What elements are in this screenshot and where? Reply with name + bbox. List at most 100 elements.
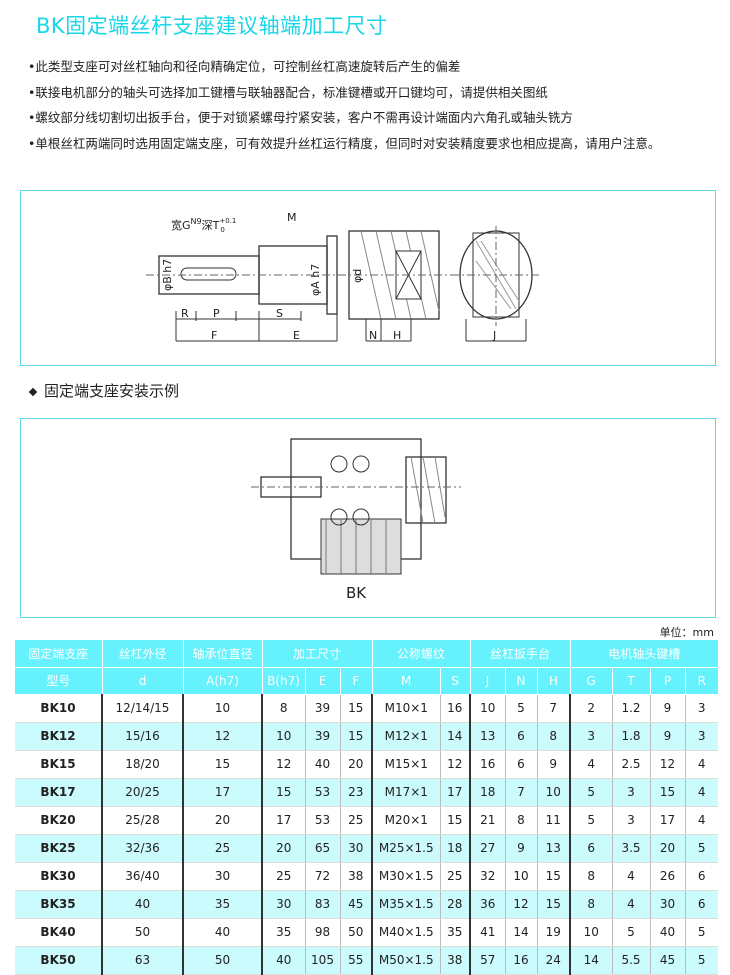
table-cell: 2.5 <box>611 750 650 779</box>
table-cell: 13 <box>536 834 570 863</box>
table-cell: 14 <box>504 918 537 947</box>
table-cell: 3 <box>611 778 650 807</box>
table-cell: 3 <box>684 694 718 723</box>
example-label: BK <box>346 584 367 602</box>
column-header: E <box>304 667 340 695</box>
column-header: 电机轴头键槽 <box>569 640 718 668</box>
label-e: E <box>293 329 300 342</box>
table-cell: 23 <box>339 778 372 807</box>
table-cell: BK15 <box>15 750 102 779</box>
column-header: G <box>569 667 612 695</box>
table-cell: BK50 <box>15 946 102 975</box>
table-cell: 3 <box>611 806 650 835</box>
table-cell: 7 <box>536 694 570 723</box>
table-cell: 20/25 <box>101 778 183 807</box>
label-h: H <box>393 329 401 342</box>
table-cell: 6 <box>504 722 537 751</box>
column-header: M <box>371 667 440 695</box>
table-cell: 5 <box>684 918 718 947</box>
dimension-table: 固定端支座 丝杠外径 轴承位直径 加工尺寸 公称螺纹 丝杠扳手台 电机轴头键槽 … <box>15 640 718 975</box>
table-cell: 25 <box>439 862 470 891</box>
page-title: BK固定端丝杆支座建议轴端加工尺寸 <box>36 14 388 38</box>
table-cell: 83 <box>304 890 340 919</box>
column-header: F <box>339 667 372 695</box>
table-cell: 20 <box>339 750 372 779</box>
table-cell: 39 <box>304 722 340 751</box>
table-cell: 50 <box>101 918 183 947</box>
table-cell: 55 <box>339 946 372 975</box>
table-cell: 5 <box>569 806 612 835</box>
table-cell: 65 <box>304 834 340 863</box>
label-s: S <box>276 307 283 320</box>
table-cell: 10 <box>536 778 570 807</box>
table-cell: 38 <box>339 862 372 891</box>
table-cell: 18 <box>469 778 505 807</box>
table-cell: 53 <box>304 778 340 807</box>
table-cell: M12×1 <box>371 722 440 751</box>
section-title: 固定端支座安装示例 <box>28 380 179 401</box>
table-cell: 15 <box>339 722 372 751</box>
table-cell: M40×1.5 <box>371 918 440 947</box>
table-cell: 15/16 <box>101 722 183 751</box>
column-header: J <box>469 667 505 695</box>
table-cell: 17 <box>261 806 305 835</box>
label-f: F <box>211 329 217 342</box>
column-header: R <box>684 667 718 695</box>
table-cell: 45 <box>339 890 372 919</box>
column-header: 型号 <box>15 667 102 695</box>
table-cell: 5 <box>569 778 612 807</box>
table-cell: 14 <box>439 722 470 751</box>
table-cell: 57 <box>469 946 505 975</box>
table-cell: M35×1.5 <box>371 890 440 919</box>
table-cell: 16 <box>439 694 470 723</box>
table-cell: 53 <box>304 806 340 835</box>
table-cell: 40 <box>304 750 340 779</box>
table-cell: 4 <box>684 750 718 779</box>
table-cell: 5 <box>684 946 718 975</box>
table-cell: 35 <box>182 890 262 919</box>
diamond-icon <box>28 387 38 396</box>
table-cell: 16 <box>469 750 505 779</box>
table-cell: 18/20 <box>101 750 183 779</box>
table-cell: 12 <box>649 750 685 779</box>
table-cell: 4 <box>611 862 650 891</box>
label-r: R <box>181 307 189 320</box>
group-header-row: 固定端支座 丝杠外径 轴承位直径 加工尺寸 公称螺纹 丝杠扳手台 电机轴头键槽 <box>15 640 718 668</box>
table-cell: 28 <box>439 890 470 919</box>
table-cell: 40 <box>182 918 262 947</box>
column-header: 丝杠扳手台 <box>469 640 570 668</box>
table-cell: 12/14/15 <box>101 694 183 723</box>
table-cell: 12 <box>182 722 262 751</box>
table-cell: 25 <box>339 806 372 835</box>
table-cell: 63 <box>101 946 183 975</box>
column-header: T <box>611 667 650 695</box>
table-cell: 20 <box>182 806 262 835</box>
table-cell: 15 <box>536 862 570 891</box>
table-cell: 5 <box>684 834 718 863</box>
table-cell: BK40 <box>15 918 102 947</box>
table-cell: 8 <box>261 694 305 723</box>
table-cell: 72 <box>304 862 340 891</box>
table-cell: 105 <box>304 946 340 975</box>
table-cell: 1.2 <box>611 694 650 723</box>
table-cell: 4 <box>684 806 718 835</box>
column-header: H <box>536 667 570 695</box>
table-cell: 21 <box>469 806 505 835</box>
column-header: 加工尺寸 <box>261 640 372 668</box>
table-cell: 15 <box>261 778 305 807</box>
table-cell: 3.5 <box>611 834 650 863</box>
table-cell: 15 <box>339 694 372 723</box>
table-cell: 36/40 <box>101 862 183 891</box>
table-cell: 10 <box>504 862 537 891</box>
table-cell: M10×1 <box>371 694 440 723</box>
table-cell: 8 <box>569 862 612 891</box>
label-m: M <box>287 211 297 224</box>
table-cell: 35 <box>261 918 305 947</box>
